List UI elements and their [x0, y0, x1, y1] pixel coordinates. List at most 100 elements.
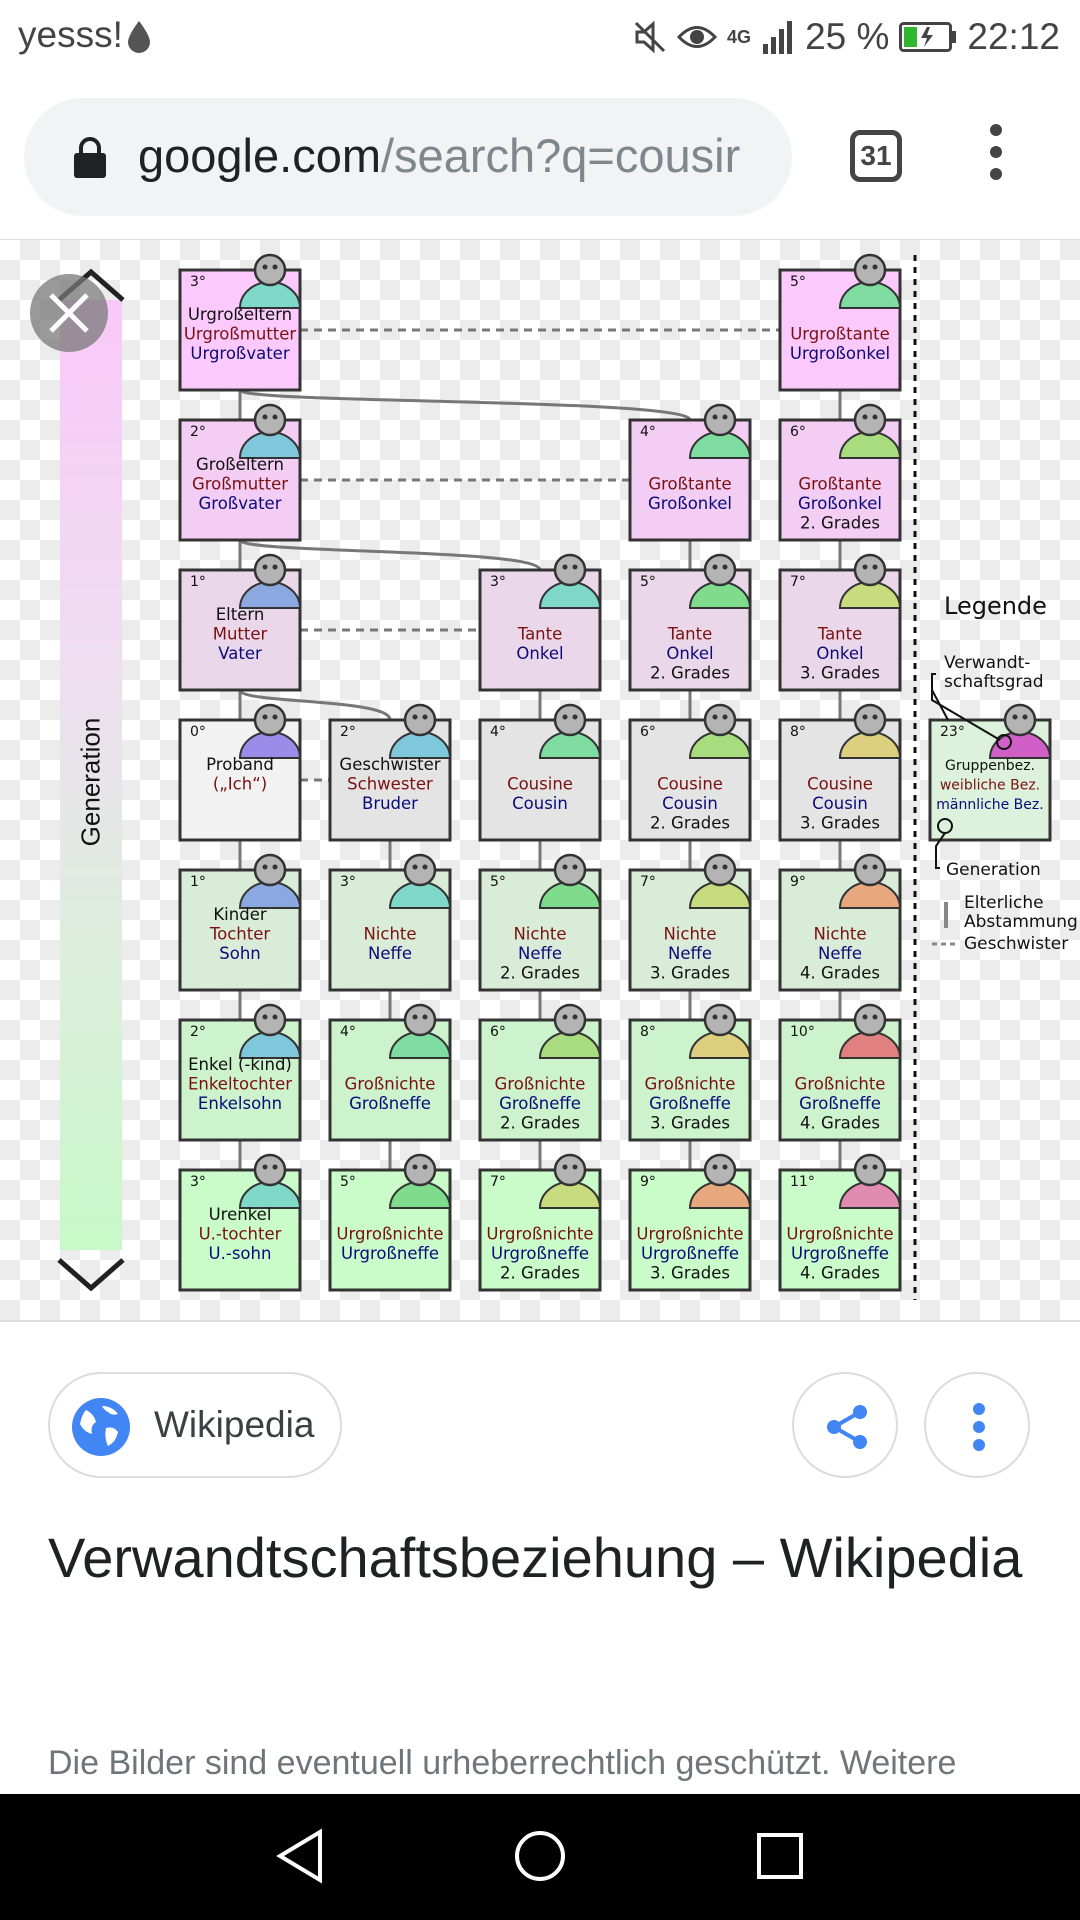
kinship-diagram: 3°UrgroßelternUrgroßmutterUrgroßvater5°U…: [178, 253, 1052, 1300]
close-viewer-button[interactable]: [30, 274, 108, 352]
relation-label: Urgroßneffe: [491, 1244, 589, 1263]
person-head-icon: [253, 1153, 287, 1187]
person-head-icon: [853, 853, 887, 887]
person-head-icon: [853, 553, 887, 587]
legend-graphics: 23°Gruppenbez.weibliche Bez.männliche Be…: [928, 673, 1052, 946]
url-bar[interactable]: google.com/search?q=cousir: [24, 98, 792, 216]
person-head-icon: [853, 253, 887, 287]
relation-label: Mutter: [213, 625, 268, 644]
legend-parental-label: Elterliche Abstammung: [964, 893, 1078, 932]
relation-label: Onkel: [816, 644, 863, 663]
relation-label: Großneffe: [349, 1094, 431, 1113]
person-head-icon: [403, 1153, 437, 1187]
person-head-icon: [1003, 703, 1037, 737]
legend-sibling-label: Geschwister: [964, 934, 1069, 954]
more-options-button[interactable]: [924, 1372, 1030, 1478]
degree-label: 8°: [790, 724, 806, 740]
degree-label: 2°: [340, 724, 356, 740]
degree-label: 6°: [640, 724, 656, 740]
degree-label: 6°: [790, 424, 806, 440]
lock-icon: [74, 137, 106, 178]
degree-label: 6°: [490, 1024, 506, 1040]
person-head-icon: [553, 553, 587, 587]
relation-label: Großnichte: [345, 1075, 436, 1094]
relation-label: 2. Grades: [800, 514, 880, 533]
legend-title: Legende: [944, 592, 1047, 620]
recents-icon[interactable]: [756, 1828, 804, 1884]
relation-label: U.-sohn: [209, 1244, 272, 1263]
kinship-box: 0°Proband(„Ich“): [178, 703, 302, 842]
person-head-icon: [703, 703, 737, 737]
relation-label: Tante: [817, 625, 863, 644]
relation-label: Enkel (-kind): [188, 1055, 292, 1074]
result-title[interactable]: Verwandtschaftsbeziehung – Wikipedia: [48, 1526, 1023, 1589]
url-host: google.com: [138, 129, 381, 182]
relation-label: 4. Grades: [800, 1264, 880, 1283]
url-text[interactable]: google.com/search?q=cousir: [138, 128, 788, 183]
degree-label: 9°: [790, 874, 806, 890]
relation-label: Bruder: [362, 794, 418, 813]
relation-label: Großtante: [798, 475, 881, 494]
relation-label: Großvater: [199, 494, 282, 513]
share-button[interactable]: [792, 1372, 898, 1478]
tab-switcher-button[interactable]: 31: [850, 130, 902, 182]
back-icon[interactable]: [276, 1828, 326, 1884]
relation-label: Urgroßonkel: [790, 344, 890, 363]
relation-label: Großneffe: [799, 1094, 881, 1113]
relation-label: U.-tochter: [199, 1225, 282, 1244]
home-icon[interactable]: [514, 1828, 566, 1884]
degree-label: 2°: [190, 424, 206, 440]
status-icons: 4G 25 % 22:12: [633, 12, 1060, 62]
relation-label: („Ich“): [213, 775, 267, 794]
person-head-icon: [703, 553, 737, 587]
viewer-divider: [0, 1320, 1080, 1322]
degree-label: 7°: [790, 574, 806, 590]
source-chip[interactable]: Wikipedia: [48, 1372, 342, 1478]
degree-label: 1°: [190, 574, 206, 590]
person-head-icon: [853, 403, 887, 437]
battery-icon: [899, 22, 957, 52]
degree-label: 7°: [490, 1174, 506, 1190]
relation-label: 3. Grades: [650, 1114, 730, 1133]
person-head-icon: [853, 1153, 887, 1187]
relation-label: Urgroßeltern: [188, 305, 292, 324]
person-head-icon: [253, 553, 287, 587]
relation-label: 2. Grades: [500, 1264, 580, 1283]
degree-label: 2°: [190, 1024, 206, 1040]
degree-label: 4°: [340, 1024, 356, 1040]
relation-label: 3. Grades: [800, 664, 880, 683]
lineage-curve: [238, 688, 392, 721]
relation-label: Tochter: [209, 925, 271, 944]
share-icon: [827, 1405, 867, 1449]
relation-label: 3. Grades: [650, 1264, 730, 1283]
relation-label: Großonkel: [648, 494, 732, 513]
relation-label: Nichte: [363, 925, 416, 944]
relation-label: 3. Grades: [800, 814, 880, 833]
relation-label: Tante: [667, 625, 713, 644]
relation-label: Gruppenbez.: [945, 758, 1035, 774]
data-saver-icon: [128, 21, 150, 53]
degree-label: 3°: [340, 874, 356, 890]
degree-label: 8°: [640, 1024, 656, 1040]
lineage-curve: [238, 388, 692, 422]
relation-label: Cousine: [657, 775, 723, 794]
relation-label: Urenkel: [209, 1205, 272, 1224]
relation-label: Neffe: [518, 944, 562, 963]
relation-label: Neffe: [818, 944, 862, 963]
relation-label: Großmutter: [192, 475, 288, 494]
network-type: 4G: [727, 26, 752, 47]
person-head-icon: [853, 703, 887, 737]
person-head-icon: [853, 1003, 887, 1037]
relation-label: Urgroßnichte: [336, 1225, 443, 1244]
relation-label: Eltern: [216, 605, 265, 624]
browser-menu-button[interactable]: [976, 124, 1016, 188]
